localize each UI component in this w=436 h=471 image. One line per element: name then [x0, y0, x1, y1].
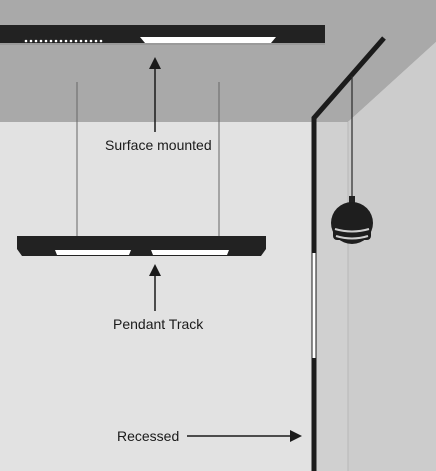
surface-track-light — [140, 37, 276, 43]
recessed-label: Recessed — [117, 428, 180, 444]
spot-dots — [24, 39, 103, 43]
side-wall-inner-shade — [348, 42, 436, 471]
surface-mounted-label: Surface mounted — [105, 137, 212, 153]
pendant-track-light-left — [55, 250, 131, 255]
pendant-lamp — [331, 196, 373, 244]
back-wall — [0, 122, 314, 471]
pendant-track-light-right — [151, 250, 229, 255]
pendant-track-label: Pendant Track — [113, 316, 204, 332]
pendant-track — [17, 236, 266, 256]
